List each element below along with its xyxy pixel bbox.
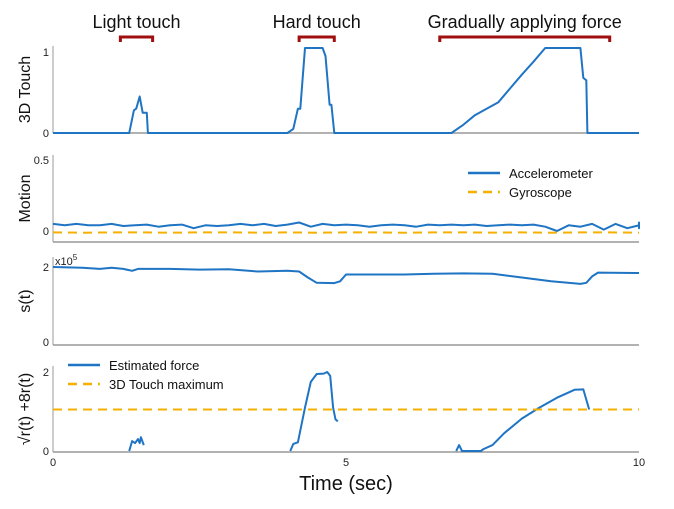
y-axis-label: √r(t) +8r(t): [17, 373, 34, 445]
y-tick-label: 0: [43, 446, 49, 458]
x-tick-label: 5: [343, 457, 349, 469]
y-tick-label: 1: [43, 47, 49, 59]
annotation-bracket: [438, 35, 612, 42]
y-axis-label: s(t): [17, 289, 34, 312]
y-tick-label: 0.5: [34, 155, 49, 167]
y-tick-label: 0: [43, 226, 49, 238]
estimated-force-line-segment: [455, 388, 591, 452]
annotation-bracket: [297, 35, 336, 42]
x-axis-label: Time (sec): [299, 473, 393, 495]
y-tick-label: 2: [43, 262, 49, 274]
y-axis-label: 3D Touch: [17, 56, 34, 123]
y-tick-label: 0: [43, 128, 49, 140]
y-axis-label: Motion: [17, 174, 34, 222]
estimated-force-line-segment: [289, 371, 339, 452]
y-multiplier: x105: [55, 253, 78, 268]
3d-touch-line: [53, 47, 639, 134]
annotation-label: Light touch: [92, 12, 180, 32]
annotation-label: Gradually applying force: [428, 12, 622, 32]
legend-label: Gyroscope: [509, 185, 572, 200]
x-tick-label: 10: [633, 457, 645, 469]
y-tick-label: 2: [43, 367, 49, 379]
x-tick-label: 0: [50, 457, 56, 469]
legend-label: Estimated force: [109, 358, 199, 373]
s-t--line: [52, 266, 640, 285]
accelerometer-line: [52, 221, 640, 232]
annotation-label: Hard touch: [273, 12, 361, 32]
y-tick-label: 0: [43, 337, 49, 349]
annotation-bracket: [118, 35, 155, 42]
legend-label: 3D Touch maximum: [109, 377, 224, 392]
estimated-force-line-segment: [128, 436, 145, 452]
legend-label: Accelerometer: [509, 166, 593, 181]
